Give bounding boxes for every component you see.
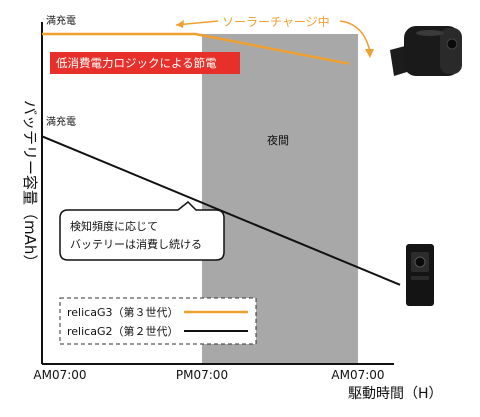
callout-bubble-shape: [59, 200, 225, 261]
callout-line-1: 検知頻度に応じて: [70, 219, 158, 233]
y-axis-title: バッテリー容量（mAh）: [21, 100, 39, 269]
full-charge-label-top: 満充電: [46, 14, 76, 27]
night-label: 夜間: [267, 133, 289, 147]
x-tick-label-1: PM07:00: [176, 368, 228, 382]
camera-device-icon: [406, 244, 434, 306]
x-tick-label-2: AM07:00: [331, 368, 384, 382]
solar-camera-icon: [390, 26, 462, 76]
solar-arrow-right-head: [365, 49, 374, 58]
legend-label-relica-g2: relicaG2（第２世代）: [67, 324, 178, 338]
legend-box: [59, 297, 257, 345]
solar-arrow-left-head: [176, 20, 184, 28]
x-axis-title: 駆動時間（H）: [348, 386, 443, 402]
full-charge-label-mid: 満充電: [46, 115, 76, 128]
solar-arrow-right-line: [339, 20, 371, 53]
callout-line-2: バッテリーは消費し続ける: [70, 237, 202, 251]
legend: relicaG3（第３世代） relicaG2（第２世代）: [59, 297, 257, 345]
power-saving-banner-text: 低消費電力ロジックによる節電: [56, 56, 217, 70]
legend-label-relica-g3: relicaG3（第３世代）: [67, 305, 178, 319]
x-tick-label-0: AM07:00: [33, 368, 86, 382]
power-saving-banner: [50, 52, 240, 74]
solar-charge-annotation: ソーラーチャージ中: [175, 14, 374, 58]
callout-bubble: 検知頻度に応じて バッテリーは消費し続ける: [59, 200, 225, 261]
series-line-relica-g3: [42, 32, 350, 65]
solar-charge-label: ソーラーチャージ中: [222, 14, 330, 29]
